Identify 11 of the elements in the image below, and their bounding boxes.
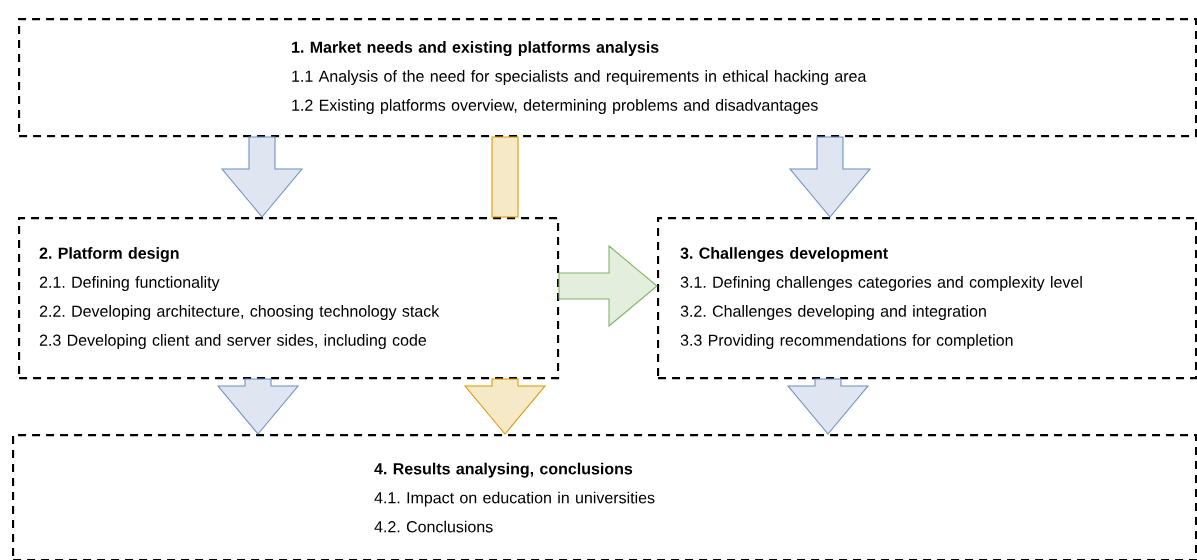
block-arrow xyxy=(491,136,519,218)
dashed-box: 1. Market needs and existing platforms analysis 1.1 Analysis of the need for specialists and requirements in ethical hacking area 1.2 Existing platforms overview, determining problems and disadvantages xyxy=(18,18,1197,138)
dashed-box: 3. Challenges development 3.1. Defining challenges categories and complexity level 3.2. Challenges developing and integration 3.3 Providing recommendations for completion xyxy=(657,217,1197,380)
block-arrow xyxy=(558,244,658,328)
block-arrow xyxy=(463,378,547,435)
block-arrow xyxy=(786,378,870,435)
block-arrow xyxy=(216,378,300,435)
dashed-box: 4. Results analysing, conclusions 4.1. Impact on education in universities 4.2. Conclusions xyxy=(12,434,1197,560)
block-arrow xyxy=(220,136,304,218)
dashed-box: 2. Platform design 2.1. Defining functionality 2.2. Developing architecture, choosing technology stack 2.3 Developing client and server sides, including code xyxy=(18,217,560,380)
block-arrow xyxy=(788,136,872,218)
